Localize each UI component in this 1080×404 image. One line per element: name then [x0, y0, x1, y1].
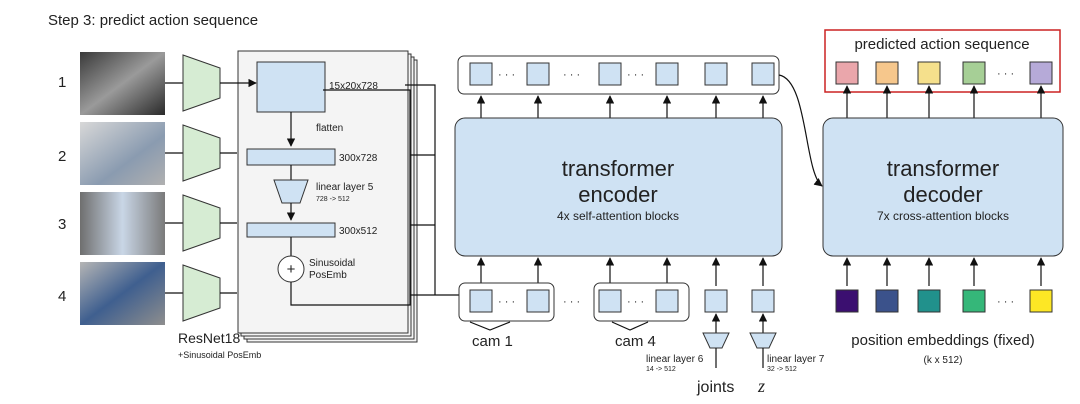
encoder-output-token-2 — [526, 62, 550, 86]
encoder-output-token-1 — [469, 62, 493, 86]
feature-map-block — [256, 61, 326, 113]
camera-image-1 — [80, 52, 165, 115]
z-token — [751, 289, 775, 313]
position-embeddings-label: position embeddings (fixed) — [851, 332, 1034, 349]
decoder-subtitle: 7x cross-attention blocks — [877, 209, 1009, 223]
action-ellipsis: · · · — [997, 68, 1014, 80]
linear-layer-5-label: linear layer 5 — [316, 182, 374, 193]
camera-number-3: 3 — [58, 216, 66, 233]
position-token-5 — [1029, 289, 1053, 313]
decoder-title-line1: transformer — [887, 156, 999, 181]
flattened-dims: 300x728 — [339, 153, 378, 164]
camera-image-3 — [80, 192, 165, 255]
linear-layer-7-trapezoid — [749, 332, 777, 349]
encoder-output-ellipsis-1: · · · — [498, 69, 515, 81]
camera-image-4 — [80, 262, 165, 325]
encoder-output-ellipsis-3: · · · — [627, 69, 644, 81]
resnet-trapezoid-3 — [182, 194, 221, 252]
linear-layer-5-trapezoid — [273, 179, 309, 204]
position-embeddings-sub: (k x 512) — [924, 355, 963, 366]
feature-map-dims: 15x20x728 — [329, 81, 378, 92]
encoder-subtitle: 4x self-attention blocks — [557, 209, 679, 223]
linear-layer-6-label: linear layer 6 — [646, 354, 704, 365]
camera-image-2 — [80, 122, 165, 185]
encoder-title-line2: encoder — [578, 182, 658, 207]
projected-dims: 300x512 — [339, 226, 378, 237]
cam1-token-2 — [526, 289, 550, 313]
decoder-title-line2: decoder — [903, 182, 983, 207]
camera-number-2: 2 — [58, 148, 66, 165]
cam4-token-ellipsis: · · · — [627, 296, 644, 308]
position-token-3 — [917, 289, 941, 313]
linear-layer-7-dims: 32 -> 512 — [767, 366, 797, 373]
predicted-action-label: predicted action sequence — [854, 36, 1029, 53]
cam1-token-1 — [469, 289, 493, 313]
flattened-features-block — [246, 148, 336, 166]
joints-label: joints — [696, 379, 734, 396]
position-token-2 — [875, 289, 899, 313]
camera-number-1: 1 — [58, 74, 66, 91]
camera-groups-ellipsis: · · · — [563, 296, 580, 308]
predicted-action-box — [824, 29, 1061, 93]
action-token-3 — [917, 61, 941, 85]
z-label: z — [757, 376, 765, 396]
resnet-trapezoid-1 — [182, 54, 221, 112]
linear-layer-5-dims: 728 -> 512 — [316, 196, 350, 203]
encoder-output-token-4 — [655, 62, 679, 86]
cam1-token-ellipsis: · · · — [498, 296, 515, 308]
action-token-4 — [962, 61, 986, 85]
posemb-label-line2: PosEmb — [309, 270, 347, 281]
cam4-token-1 — [598, 289, 622, 313]
encoder-output-token-6 — [751, 62, 775, 86]
backbone-label: ResNet18 — [178, 330, 240, 346]
backbone-sub-label: +Sinusoidal PosEmb — [178, 350, 261, 360]
linear-layer-6-trapezoid — [702, 332, 730, 349]
cam1-label: cam 1 — [472, 333, 513, 350]
cam4-label: cam 4 — [615, 333, 656, 350]
position-token-4 — [962, 289, 986, 313]
encoder-output-token-5 — [704, 62, 728, 86]
linear-layer-6-dims: 14 -> 512 — [646, 366, 676, 373]
encoder-title-line1: transformer — [562, 156, 674, 181]
step-title: Step 3: predict action sequence — [48, 12, 258, 29]
flatten-label: flatten — [316, 123, 343, 134]
linear-layer-7-label: linear layer 7 — [767, 354, 825, 365]
posemb-label-line1: Sinusoidal — [309, 258, 355, 269]
encoder-output-token-3 — [598, 62, 622, 86]
position-token-1 — [835, 289, 859, 313]
position-ellipsis: · · · — [997, 296, 1014, 308]
action-token-2 — [875, 61, 899, 85]
transformer-decoder-block — [822, 117, 1064, 257]
action-token-1 — [835, 61, 859, 85]
cam4-token-2 — [655, 289, 679, 313]
action-token-5 — [1029, 61, 1053, 85]
joints-token — [704, 289, 728, 313]
posemb-add-symbol: + — [287, 261, 296, 278]
resnet-trapezoid-4 — [182, 264, 221, 322]
transformer-encoder-block — [454, 117, 783, 257]
camera-number-4: 4 — [58, 288, 66, 305]
encoder-output-ellipsis-2: · · · — [563, 69, 580, 81]
resnet-trapezoid-2 — [182, 124, 221, 182]
encoder-to-decoder-arrow — [778, 74, 823, 187]
projected-features-block — [246, 222, 336, 238]
